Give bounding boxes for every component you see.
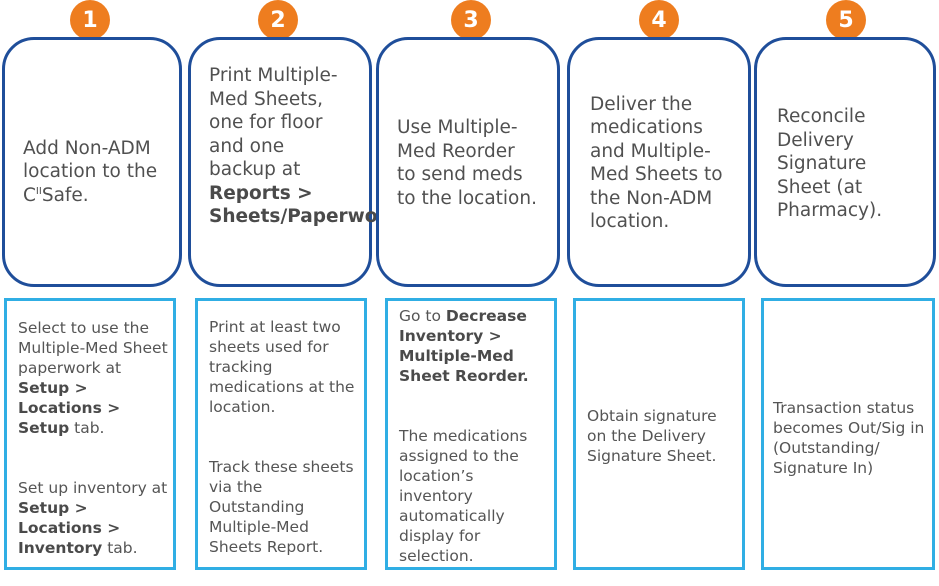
step-action-box: Use Multiple-Med Reorder to send meds to… <box>376 37 560 287</box>
step-detail-box: Print at least two sheets used for track… <box>195 298 367 570</box>
step-detail-box: Go to Decrease Inventory > Multiple-Med … <box>385 298 557 570</box>
detail-paragraph: Select to use the Multiple-Med Sheet pap… <box>18 319 168 437</box>
detail-paragraph: Set up inventory at Setup > Locations > … <box>18 479 168 557</box>
detail-paragraph: Go to Decrease Inventory > Multiple-Med … <box>399 307 529 385</box>
step-number-badge: 5 <box>826 0 866 40</box>
step-action-text: Deliver the medications and Multiple-Med… <box>590 93 723 233</box>
step-detail-box: Select to use the Multiple-Med Sheet pap… <box>4 298 176 570</box>
step-detail-text: Obtain signature on the Delivery Signatu… <box>587 407 717 465</box>
step-action-box: Add Non-ADM location to the CIISafe. <box>2 37 182 287</box>
detail-paragraph: Print at least two sheets used for track… <box>209 318 355 416</box>
step-detail-text: Transaction status becomes Out/Sig in (O… <box>773 399 925 477</box>
step-number-badge: 4 <box>639 0 679 40</box>
step-action-box: Reconcile Delivery Signature Sheet (at P… <box>754 37 936 287</box>
step-action-box: Deliver the medications and Multiple-Med… <box>567 37 751 287</box>
step-detail-box: Transaction status becomes Out/Sig in (O… <box>761 298 935 570</box>
detail-paragraph: The medications assigned to the location… <box>399 427 528 565</box>
step-number-badge: 2 <box>258 0 298 40</box>
step-action-text: Use Multiple-Med Reorder to send meds to… <box>397 117 537 209</box>
step-detail-text: Select to use the Multiple-Med Sheet pap… <box>18 298 168 578</box>
step-number-badge: 1 <box>70 0 110 40</box>
detail-paragraph: Track these sheets via the Outstanding M… <box>209 458 354 556</box>
step-number-badge: 3 <box>451 0 491 40</box>
step-detail-text: Go to Decrease Inventory > Multiple-Med … <box>399 286 549 586</box>
step-detail-text: Print at least two sheets used for track… <box>209 297 359 577</box>
step-action-box: Print Multiple-Med Sheets, one for floor… <box>188 37 406 287</box>
step-detail-box: Obtain signature on the Delivery Signatu… <box>573 298 745 570</box>
step-action-text: Reconcile Delivery Signature Sheet (at P… <box>777 106 883 222</box>
step-action-text: Add Non-ADM location to the CIISafe. <box>23 137 158 206</box>
step-action-text: Print Multiple-Med Sheets, one for floor… <box>209 65 406 227</box>
